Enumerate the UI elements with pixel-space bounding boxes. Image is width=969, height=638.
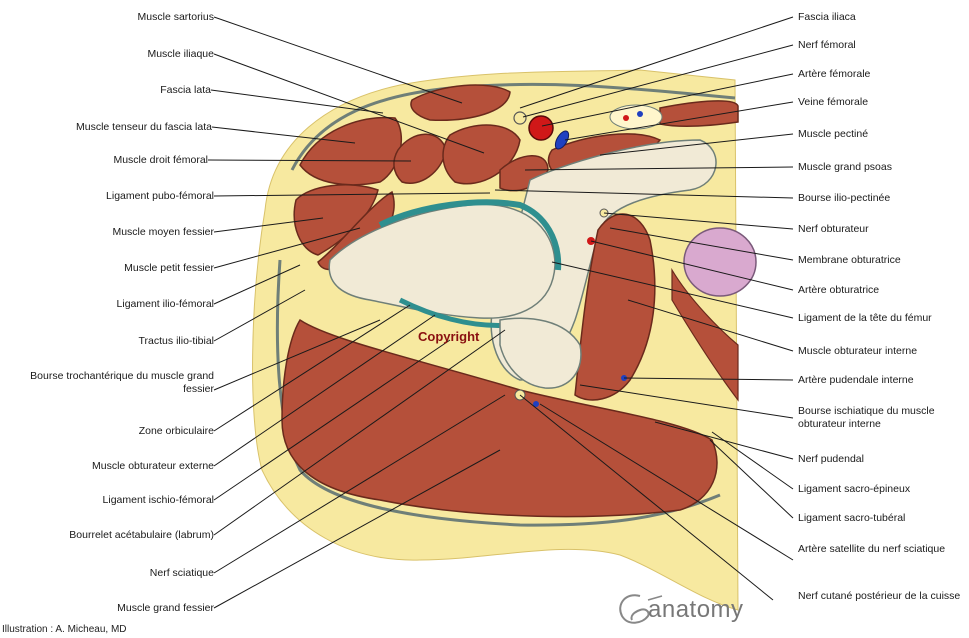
label-artere-satellite-nerf-sciatique: Artère satellite du nerf sciatique — [798, 543, 948, 556]
label-artere-obturatrice: Artère obturatrice — [798, 284, 879, 297]
small-artery-a — [623, 115, 629, 121]
label-nerf-pudendal: Nerf pudendal — [798, 453, 864, 466]
label-muscle-pectine: Muscle pectiné — [798, 128, 868, 141]
label-muscle-tenseur-fascia-lata: Muscle tenseur du fascia lata — [76, 121, 212, 134]
label-veine-femorale: Veine fémorale — [798, 96, 868, 109]
label-muscle-droit-femoral: Muscle droit fémoral — [113, 154, 208, 167]
label-tractus-ilio-tibial: Tractus ilio-tibial — [139, 335, 214, 348]
femoral-nerve-shape — [514, 112, 526, 124]
label-zone-orbiculaire: Zone orbiculaire — [139, 425, 214, 438]
label-ligament-ischio-femoral: Ligament ischio-fémoral — [103, 494, 214, 507]
label-artere-pudendale-interne: Artère pudendale interne — [798, 374, 914, 387]
label-muscle-obturateur-interne: Muscle obturateur interne — [798, 345, 917, 358]
label-muscle-moyen-fessier: Muscle moyen fessier — [112, 226, 214, 239]
label-muscle-sartorius: Muscle sartorius — [138, 11, 214, 24]
label-artere-femorale: Artère fémorale — [798, 68, 870, 81]
label-ligament-sacro-epineux: Ligament sacro-épineux — [798, 483, 910, 496]
label-nerf-cutane-posterieur: Nerf cutané postérieur de la cuisse — [798, 590, 966, 603]
label-ligament-ilio-femoral: Ligament ilio-fémoral — [117, 298, 214, 311]
pelvic-organ — [684, 228, 756, 296]
label-bourse-ischiatique: Bourse ischiatique du muscle obturateur … — [798, 405, 963, 431]
label-fascia-iliaca: Fascia iliaca — [798, 11, 856, 24]
label-ligament-sacro-tuberal: Ligament sacro-tubéral — [798, 512, 905, 525]
small-vein-a — [637, 111, 643, 117]
label-ligament-tete-femur: Ligament de la tête du fémur — [798, 312, 932, 325]
label-muscle-obturateur-externe: Muscle obturateur externe — [92, 460, 214, 473]
label-ligament-pubo-femoral: Ligament pubo-fémoral — [106, 190, 214, 203]
label-bourrelet-acetabulaire: Bourrelet acétabulaire (labrum) — [69, 529, 214, 542]
copyright-watermark: Copyright — [418, 329, 479, 344]
label-nerf-sciatique: Nerf sciatique — [150, 567, 214, 580]
label-membrane-obturatrice: Membrane obturatrice — [798, 254, 901, 267]
label-muscle-iliaque: Muscle iliaque — [147, 48, 214, 61]
label-muscle-grand-psoas: Muscle grand psoas — [798, 161, 892, 174]
label-bourse-trochanterique: Bourse trochantérique du muscle grand fe… — [9, 370, 214, 396]
label-nerf-obturateur: Nerf obturateur — [798, 223, 869, 236]
label-muscle-petit-fessier: Muscle petit fessier — [124, 262, 214, 275]
label-fascia-lata: Fascia lata — [160, 84, 211, 97]
label-bourse-ilio-pectinee: Bourse ilio-pectinée — [798, 192, 890, 205]
logo-text: anatomy — [648, 596, 744, 624]
illustration-credit: Illustration : A. Micheau, MD — [2, 624, 127, 635]
label-nerf-femoral: Nerf fémoral — [798, 39, 856, 52]
label-muscle-grand-fessier: Muscle grand fessier — [117, 602, 214, 615]
femoral-artery-shape — [529, 116, 553, 140]
